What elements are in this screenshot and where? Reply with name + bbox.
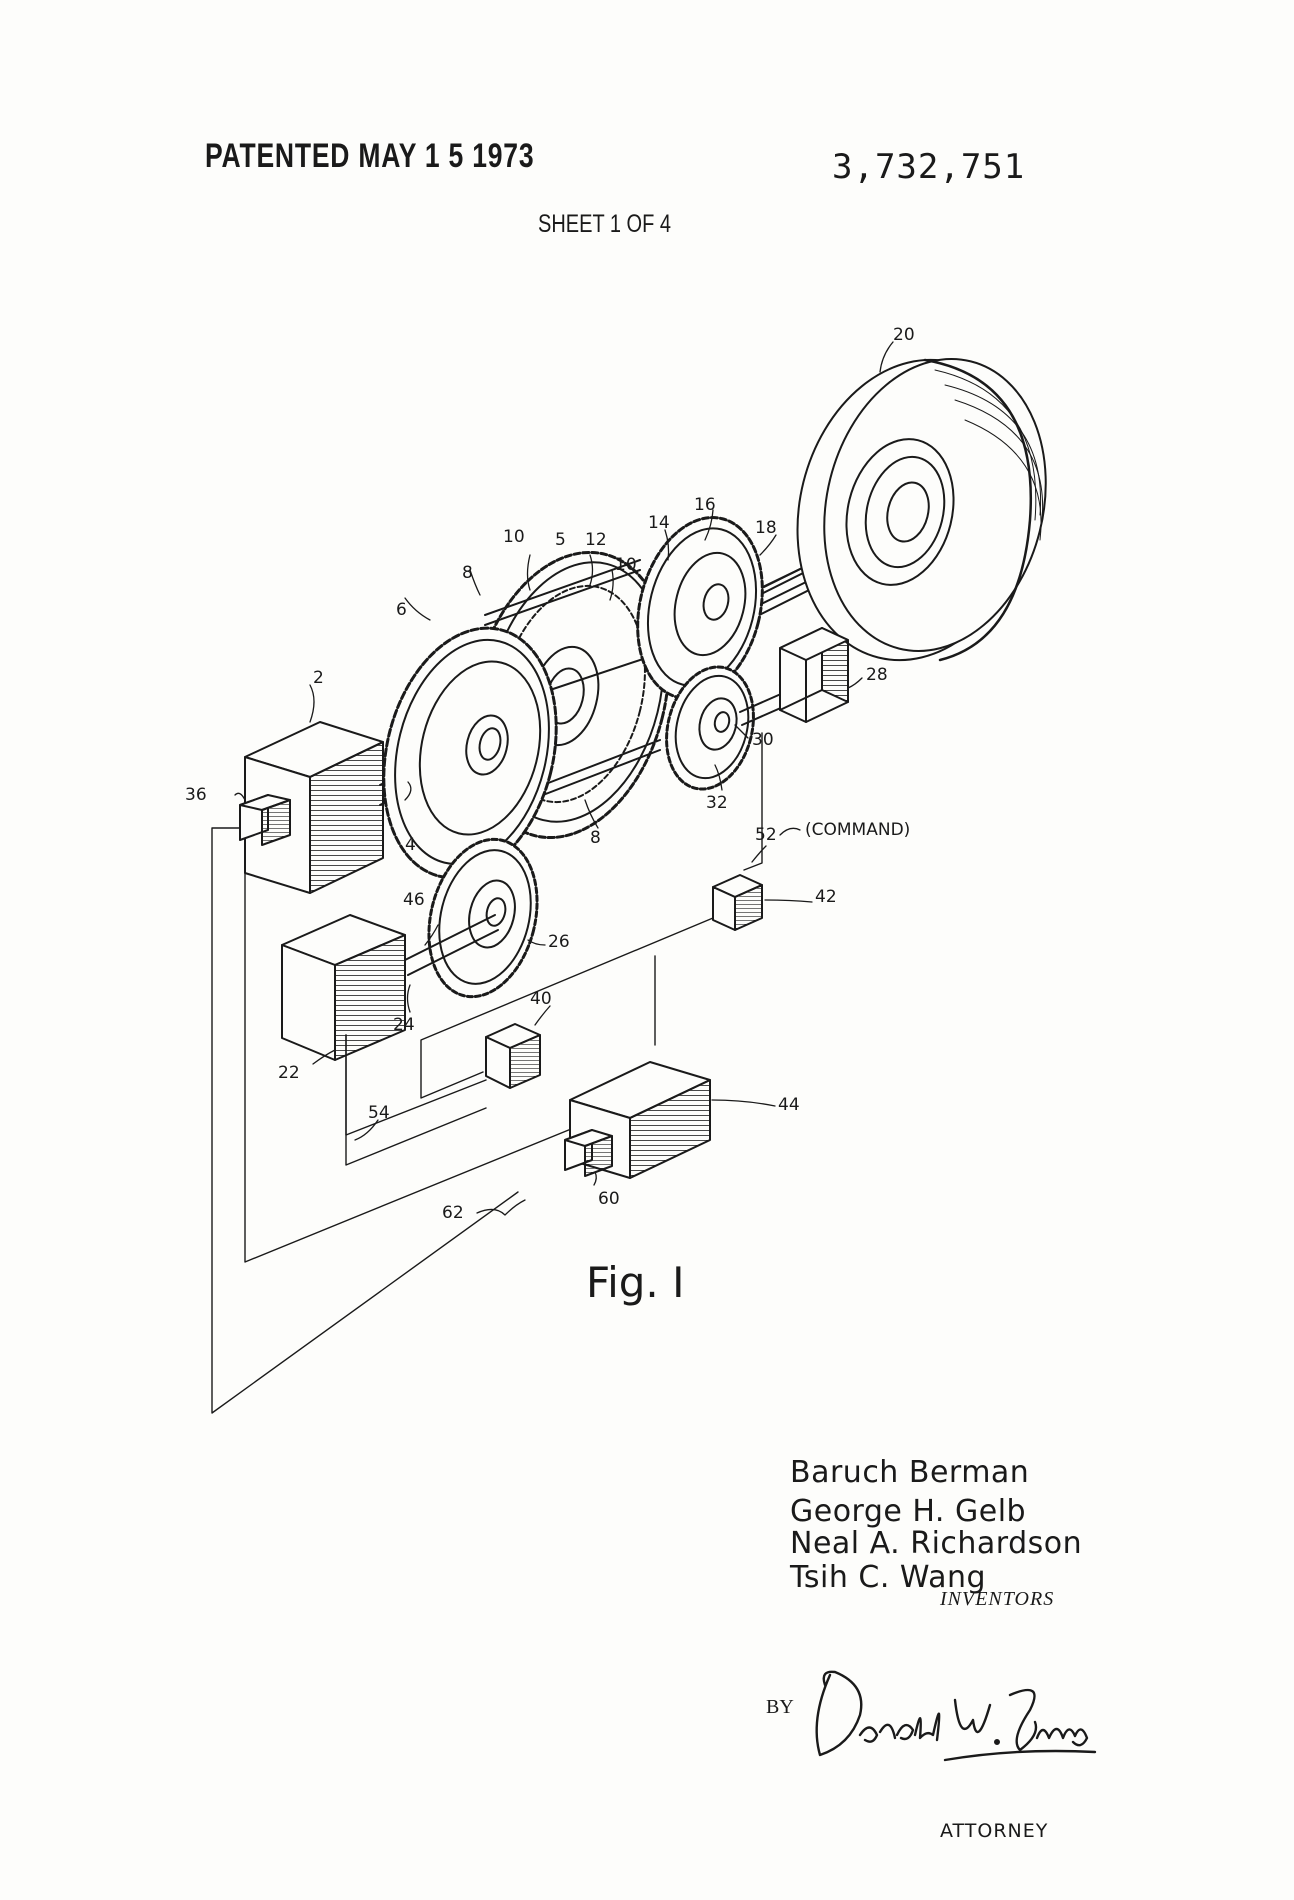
ref-62: 62 bbox=[442, 1203, 464, 1223]
ref-12: 12 bbox=[585, 530, 607, 550]
ref-26: 26 bbox=[548, 932, 570, 952]
motor-box-22 bbox=[281, 914, 406, 1061]
inventor-name-3: Neal A. Richardson bbox=[790, 1526, 1083, 1561]
ref-42: 42 bbox=[815, 887, 837, 907]
ref-24: 24 bbox=[393, 1015, 415, 1035]
ref-60: 60 bbox=[598, 1189, 620, 1209]
ref-8-bottom: 8 bbox=[590, 828, 601, 848]
ref-46: 46 bbox=[403, 890, 425, 910]
ref-22: 22 bbox=[278, 1063, 300, 1083]
actuator-box-28 bbox=[779, 627, 849, 723]
inventors-label: INVENTORS bbox=[940, 1588, 1055, 1610]
ref-36: 36 bbox=[185, 785, 207, 805]
figure-label: Fig. I bbox=[586, 1258, 685, 1307]
ref-32: 32 bbox=[706, 793, 728, 813]
patent-number: 3,732,751 bbox=[832, 147, 1026, 187]
controller-box-44 bbox=[564, 1061, 711, 1179]
ref-16: 16 bbox=[694, 495, 716, 515]
sheet-number: SHEET 1 OF 4 bbox=[538, 210, 672, 238]
gear-32 bbox=[665, 665, 793, 791]
controller-box-42 bbox=[712, 874, 763, 931]
by-label: BY bbox=[766, 1696, 794, 1718]
ref-52: 52 bbox=[755, 825, 777, 845]
inventor-name-4: Tsih C. Wang bbox=[790, 1560, 987, 1595]
ref-8-top: 8 bbox=[462, 563, 473, 583]
attorney-label: ATTORNEY bbox=[940, 1820, 1049, 1842]
wheel-20 bbox=[796, 358, 1047, 662]
command-label: (COMMAND) bbox=[805, 820, 910, 840]
ref-5: 5 bbox=[555, 530, 566, 550]
ref-44: 44 bbox=[778, 1095, 800, 1115]
attorney-signature bbox=[815, 1670, 1097, 1762]
ref-28: 28 bbox=[866, 665, 888, 685]
ref-40: 40 bbox=[530, 989, 552, 1009]
ref-2: 2 bbox=[313, 668, 324, 688]
ref-54: 54 bbox=[368, 1103, 390, 1123]
ref-14: 14 bbox=[648, 513, 670, 533]
inventor-name-1: Baruch Berman bbox=[790, 1455, 1030, 1490]
ref-18: 18 bbox=[755, 518, 777, 538]
inventor-name-2: George H. Gelb bbox=[790, 1494, 1027, 1529]
controller-box-40 bbox=[485, 1023, 541, 1089]
ref-6: 6 bbox=[396, 600, 407, 620]
ref-4: 4 bbox=[405, 835, 416, 855]
control-wiring bbox=[211, 732, 763, 1414]
leader-lines bbox=[234, 341, 894, 1216]
ref-10-left: 10 bbox=[503, 527, 525, 547]
ref-20: 20 bbox=[893, 325, 915, 345]
gear-26 bbox=[404, 837, 539, 999]
ref-10-right: 10 bbox=[615, 555, 637, 575]
ref-30: 30 bbox=[752, 730, 774, 750]
motor-box-2 bbox=[239, 721, 384, 894]
patented-date-stamp: PATENTED MAY 1 5 1973 bbox=[205, 137, 535, 175]
gear-6 bbox=[382, 626, 558, 880]
